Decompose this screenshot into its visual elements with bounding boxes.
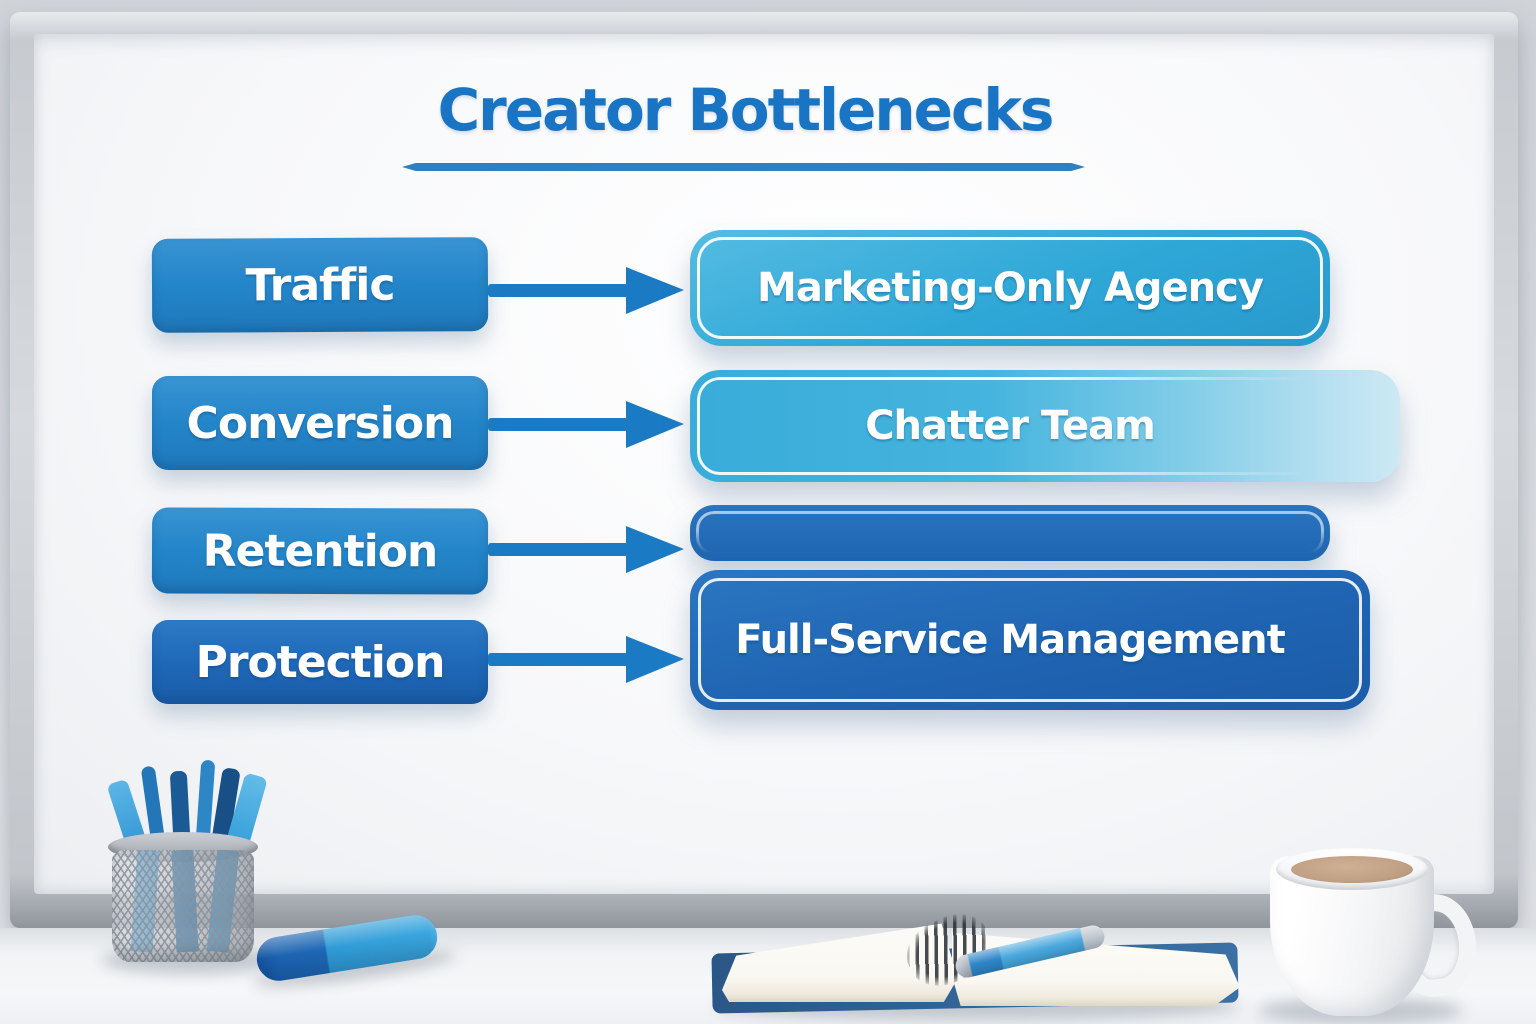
title-underline <box>402 163 1085 171</box>
solution-box-full-service-management: Full-Service Management <box>690 570 1370 710</box>
inner-stroke <box>696 511 1324 555</box>
solution-box-chatter-team: Chatter Team <box>690 370 1400 482</box>
mesh-texture <box>112 850 254 962</box>
bottleneck-label: Protection <box>195 636 446 688</box>
page-title: Creator Bottlenecks <box>437 76 1055 144</box>
solution-box-marketing-only-agency: Marketing-Only Agency <box>690 230 1330 346</box>
pen-cup <box>112 850 254 962</box>
bottleneck-box-traffic: Traffic <box>151 237 489 333</box>
arrow-right-icon <box>486 631 686 687</box>
solution-box-full-service-top <box>690 505 1330 561</box>
bottleneck-box-conversion: Conversion <box>152 376 488 470</box>
solution-label: Full-Service Management <box>735 617 1285 663</box>
bottleneck-label: Conversion <box>186 397 455 449</box>
bottleneck-label: Retention <box>202 525 438 577</box>
arrow-right-icon <box>486 521 686 577</box>
arrow-right-icon <box>486 262 686 318</box>
coffee-icon <box>1291 856 1413 883</box>
solution-label: Marketing-Only Agency <box>757 265 1264 311</box>
bottleneck-box-protection: Protection <box>152 620 488 704</box>
bottleneck-box-retention: Retention <box>151 507 489 595</box>
bottleneck-label: Traffic <box>245 259 395 311</box>
arrow-right-icon <box>486 396 686 452</box>
solution-label: Chatter Team <box>865 403 1156 449</box>
